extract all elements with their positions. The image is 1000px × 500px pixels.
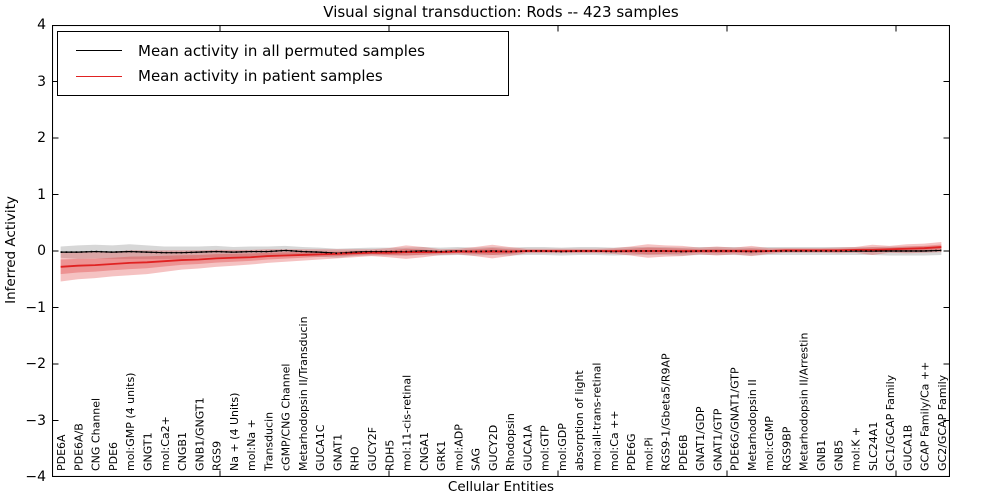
y-tick-label: −4 xyxy=(25,469,46,485)
x-tick-label: CNGA1 xyxy=(418,432,431,471)
x-tick-label: mol:Ca2+ xyxy=(159,416,172,471)
x-tick-label: GUCY2D xyxy=(487,425,500,471)
x-tick-label: GUCA1C xyxy=(314,424,327,471)
x-tick-label: Transducin xyxy=(262,412,275,472)
x-tick-label: GNGT1 xyxy=(141,432,154,471)
y-tick-label: −2 xyxy=(25,356,46,372)
y-tick-label: 3 xyxy=(37,73,46,90)
y-tick-label: 2 xyxy=(37,130,46,146)
legend-entry-patient: Mean activity in patient samples xyxy=(58,67,508,85)
x-tick-label: mol:all-trans-retinal xyxy=(590,363,603,471)
x-tick-label: PDE6G xyxy=(625,433,638,471)
x-tick-label: GUCA1B xyxy=(901,425,914,471)
legend-entry-permuted: Mean activity in all permuted samples xyxy=(58,42,508,60)
chart-title: Visual signal transduction: Rods -- 423 … xyxy=(323,3,679,21)
x-tick-label: CNG Channel xyxy=(90,398,103,471)
x-tick-label: GNB1/GNGT1 xyxy=(193,397,206,471)
axes-spines xyxy=(52,25,950,477)
x-tick-label: SAG xyxy=(470,448,483,471)
x-tick-label: PDE6A/B xyxy=(72,423,85,471)
y-tick-label: 1 xyxy=(37,186,46,203)
x-tick-label: mol:K + xyxy=(850,427,863,471)
x-tick-label: GCAP Family/Ca ++ xyxy=(919,362,932,471)
y-tick-label: −1 xyxy=(25,299,46,316)
x-tick-label: GNAT1/GTP xyxy=(711,408,724,471)
x-tick-label: PDE6A xyxy=(55,434,68,471)
x-tick-label: GNAT1/GDP xyxy=(694,406,707,471)
x-tick-label: absorption of light xyxy=(573,370,586,471)
x-tick-label: mol:Ca ++ xyxy=(608,410,621,471)
x-tick-label: Na + (4 Units) xyxy=(228,393,241,471)
x-tick-label: mol:GDP xyxy=(556,423,569,471)
x-tick-label: RGS9-1/Gbeta5/R9AP xyxy=(660,353,673,471)
x-tick-label: RHO xyxy=(349,446,362,471)
x-tick-label: mol:GMP (4 units) xyxy=(124,373,137,471)
legend-label: Mean activity in all permuted samples xyxy=(138,41,425,60)
y-tick-label: −3 xyxy=(25,412,46,429)
x-tick-label: RDH5 xyxy=(383,440,396,471)
legend-line-swatch xyxy=(76,50,122,52)
x-tick-label: GRK1 xyxy=(435,441,448,471)
x-tick-label: RGS9BP xyxy=(780,426,793,471)
permuted-mean-markers xyxy=(60,249,942,255)
x-tick-label: Metarhodopsin II xyxy=(746,379,759,471)
x-tick-label: PDE6 xyxy=(107,442,120,471)
x-tick-label: mol:cGMP xyxy=(763,416,776,471)
x-tick-label: GUCA1A xyxy=(521,424,534,471)
x-tick-label: PDE6B xyxy=(677,434,690,471)
x-tick-label: mol:GTP xyxy=(539,425,552,471)
x-tick-label: mol:Na + xyxy=(245,419,258,471)
x-tick-label: Metarhodopsin II/Transducin xyxy=(297,316,310,471)
x-tick-label: mol:Pi xyxy=(642,437,655,471)
x-tick-label: SLC24A1 xyxy=(867,422,880,471)
legend-line-swatch xyxy=(76,75,122,77)
x-tick-label: Rhodopsin xyxy=(504,413,517,471)
x-tick-label: PDE6G/GNAT1/GTP xyxy=(729,367,742,471)
x-tick-label: Metarhodopsin II/Arrestin xyxy=(798,333,811,471)
legend-label: Mean activity in patient samples xyxy=(138,67,383,86)
x-tick-label: GNB5 xyxy=(832,440,845,471)
x-tick-label: GC2/GCAP Family xyxy=(936,374,949,471)
x-tick-label: CNGB1 xyxy=(176,432,189,471)
patient-band-inner xyxy=(60,244,942,275)
x-tick-label: GNAT1 xyxy=(331,434,344,471)
x-tick-label: mol:ADP xyxy=(452,424,465,471)
y-tick-label: 0 xyxy=(37,243,46,259)
x-tick-label: RGS9 xyxy=(211,441,224,471)
y-tick-label: 4 xyxy=(37,17,46,33)
x-tick-label: mol:11-cis-retinal xyxy=(401,375,414,471)
x-tick-label: cGMP/CNG Channel xyxy=(280,364,293,472)
x-tick-label: GNB1 xyxy=(815,440,828,471)
x-axis-label: Cellular Entities xyxy=(447,479,555,495)
x-tick-label: GC1/GCAP Family xyxy=(884,374,897,471)
x-tick-label: GUCY2F xyxy=(366,427,379,471)
